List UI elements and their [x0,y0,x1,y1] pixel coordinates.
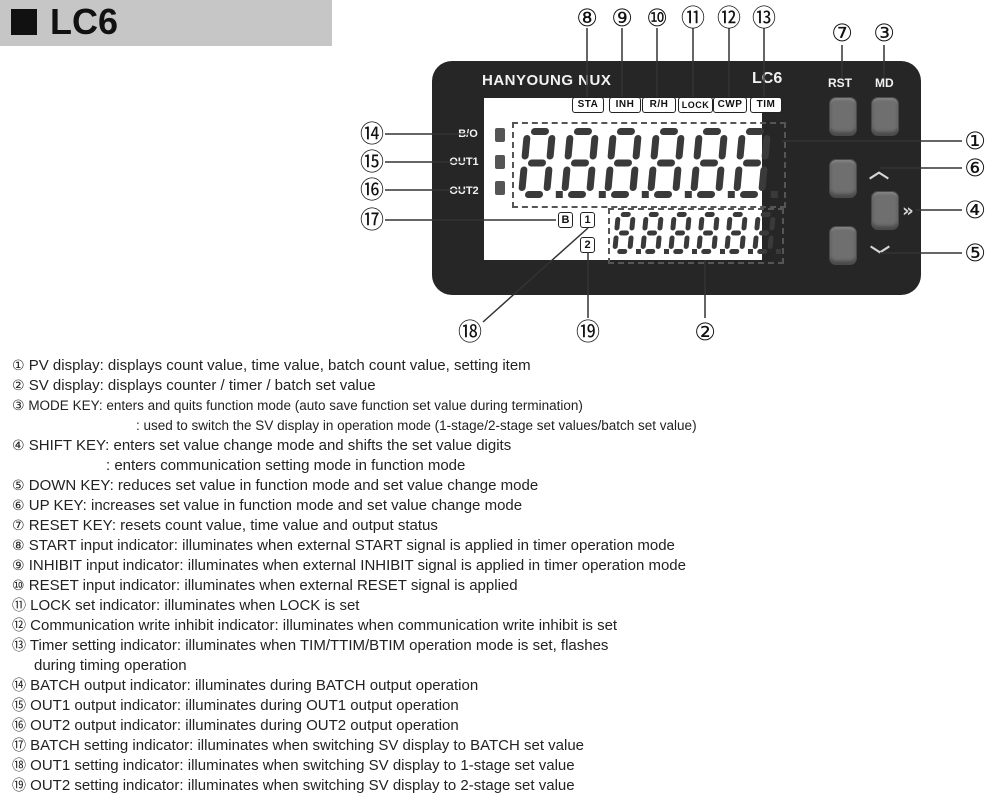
callout-6: ⑥ [964,154,986,182]
reset-key[interactable] [829,97,857,136]
callout-3: ③ [873,19,895,47]
callout-line-18 [482,227,589,323]
sv-digit-2 [640,212,669,254]
desc-line-8: ⑧ START input indicator: illuminates whe… [12,537,675,554]
callout-15: ⑮ [360,148,384,176]
callout-4: ④ [964,196,986,224]
callout-18: ⑱ [458,318,482,346]
desc-line-10: ⑩ RESET input indicator: illuminates whe… [12,577,518,594]
lcd-overlay: STA INH R/H LOCK CWP TIM B 1 2 ︿ » ﹀ [432,61,921,295]
callout-7: ⑦ [831,19,853,47]
batch-setting-indicator: B [558,212,573,228]
black-square-icon [11,9,37,35]
callout-8: ⑧ [576,4,598,32]
chevron-up-icon: ︿ [869,158,889,183]
desc-line-3: ③ MODE KEY: enters and quits function mo… [12,398,583,414]
sv-digit-3 [668,212,697,254]
callout-1: ① [964,127,986,155]
out1-led [495,155,505,169]
rh-indicator: R/H [642,97,676,113]
sv-digit-6 [752,212,781,254]
chevron-right-icon: » [902,200,914,222]
desc-line-5: ⑤ DOWN KEY: reduces set value in functio… [12,477,539,494]
brand-logo: HANYOUNG NUX [482,72,612,89]
desc-line-18: ⑱ OUT1 setting indicator: illuminates wh… [12,757,575,774]
callout-14: ⑭ [360,120,384,148]
desc-line-15: ⑮ OUT1 output indicator: illuminates dur… [12,697,459,714]
desc-line-13b: during timing operation [34,657,187,674]
callout-17: ⑰ [360,206,384,234]
desc-line-7: ⑦ RESET KEY: resets count value, time va… [12,517,438,534]
desc-line-12: ⑫ Communication write inhibit indicator:… [12,617,618,634]
bo-led [495,128,505,142]
desc-line-14: ⑭ BATCH output indicator: illuminates du… [12,677,479,694]
out2-label: OUT2 [449,185,479,197]
desc-line-17: ⑰ BATCH setting indicator: illuminates w… [12,737,585,754]
desc-line-19: ⑲ OUT2 setting indicator: illuminates wh… [12,777,575,794]
pv-digit-2 [561,128,606,198]
sv-digits [612,212,781,254]
tim-indicator: TIM [750,97,782,113]
chevron-down-icon: ﹀ [870,243,890,268]
desc-line-2: ② SV display: displays counter / timer /… [12,377,376,394]
up-key[interactable] [829,159,857,198]
callout-lines [385,28,962,323]
out2-led [495,181,505,195]
rst-label: RST [828,76,852,90]
desc-line-9: ⑨ INHIBIT input indicator: illuminates w… [12,557,686,574]
sv-digit-4 [696,212,725,254]
pv-digit-1 [518,128,563,198]
pv-digit-4 [647,128,692,198]
page-title: LC6 [50,1,119,42]
callout-5: ⑤ [964,239,986,267]
down-key[interactable] [829,226,857,265]
sv-digit-5 [724,212,753,254]
desc-line-6: ⑥ UP KEY: increases set value in functio… [12,497,523,514]
mode-key[interactable] [871,97,899,136]
callout-2: ② [694,318,716,346]
sv-digit-1 [612,212,641,254]
callout-9: ⑨ [611,4,633,32]
pv-digit-6 [733,128,778,198]
callout-12: ⑫ [717,4,741,32]
desc-line-13: ⑬ Timer setting indicator: illuminates w… [12,637,609,654]
pv-digit-3 [604,128,649,198]
desc-line-3b: : used to switch the SV display in opera… [136,418,697,433]
inh-indicator: INH [609,97,641,113]
callout-10: ⑩ [646,4,668,32]
sv-display [608,208,784,264]
md-label: MD [875,76,894,90]
desc-line-16: ⑯ OUT2 output indicator: illuminates dur… [12,717,459,734]
desc-line-4b: : enters communication setting mode in f… [106,457,466,474]
callout-16: ⑯ [360,176,384,204]
lock-indicator: LOCK [678,97,713,113]
pv-digits [518,128,778,198]
cwp-indicator: CWP [713,97,747,113]
pv-display [512,122,786,208]
desc-line-1: ① PV display: displays count value, time… [12,357,531,374]
page-header: LC6 [0,0,332,46]
desc-line-11: ⑪ LOCK set indicator: illuminates when L… [12,597,360,614]
sta-indicator: STA [572,97,604,113]
shift-key[interactable] [871,191,899,230]
desc-line-4: ④ SHIFT KEY: enters set value change mod… [12,437,512,454]
callout-13: ⑬ [752,4,776,32]
pv-digit-5 [690,128,735,198]
callout-11: ⑪ [681,4,705,32]
callout-19: ⑲ [576,318,600,346]
model-label: LC6 [752,70,783,87]
